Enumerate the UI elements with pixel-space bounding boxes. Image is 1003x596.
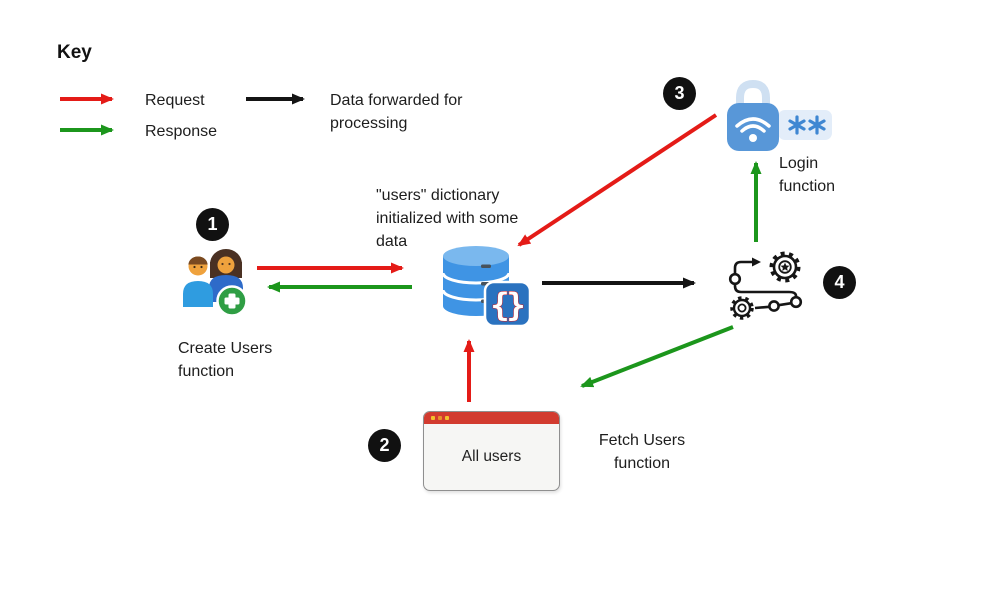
- database-json-icon: { }: [441, 246, 532, 328]
- all-users-window-title: All users: [461, 448, 522, 465]
- svg-text:}: }: [506, 286, 525, 324]
- svg-text:{: {: [490, 286, 509, 324]
- window-control-dot: [445, 416, 449, 420]
- workflow-gears-icon: [728, 251, 803, 320]
- arrow-response-process-to-fetch-users: [580, 325, 734, 388]
- window-control-dot: [431, 416, 435, 420]
- arrow-request-login-to-database: [517, 113, 718, 247]
- step-badge-2: 2: [368, 429, 401, 462]
- add-users-icon: [183, 249, 248, 317]
- key-title: Key: [57, 42, 92, 63]
- key-response-label: Response: [145, 123, 218, 140]
- browser-window-titlebar: [424, 412, 559, 424]
- step-badge-4: 4: [823, 266, 856, 299]
- login-label: Login function: [779, 155, 836, 195]
- password-asterisks: [788, 115, 826, 135]
- key-forward-label: Data forwarded for processing: [330, 92, 463, 132]
- step-badge-1: 1: [196, 208, 229, 241]
- browser-window-icon: All users: [423, 411, 560, 491]
- wifi-lock-password-icon: [727, 79, 832, 151]
- fetch-users-label: Fetch Users function: [598, 432, 686, 472]
- database-label: "users" dictionary initialized with some…: [376, 187, 519, 250]
- create-users-label: Create Users function: [178, 340, 273, 380]
- key-request-label: Request: [145, 92, 205, 109]
- window-control-dot: [438, 416, 442, 420]
- step-badge-3: 3: [663, 77, 696, 110]
